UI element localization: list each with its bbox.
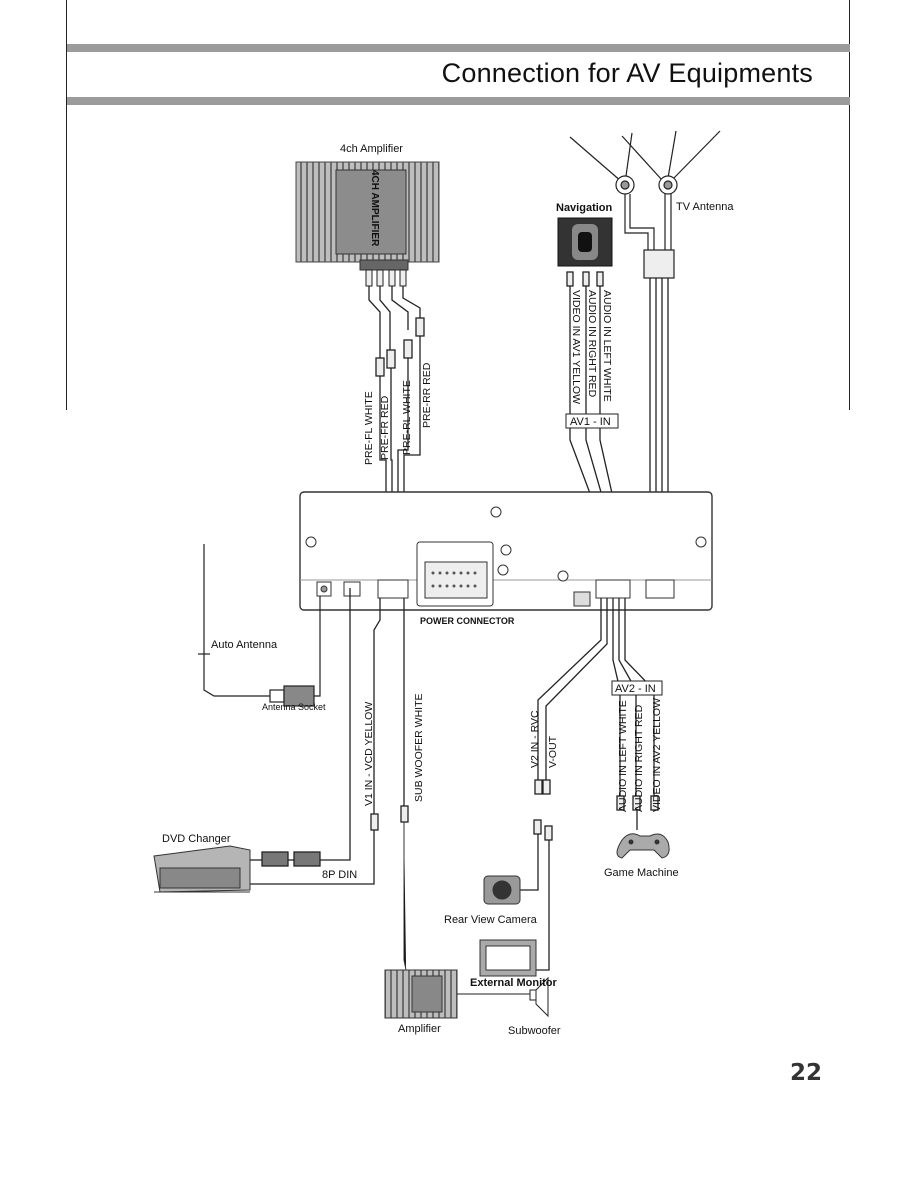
navigation-label: Navigation — [556, 202, 613, 214]
subwoofer-device — [457, 976, 549, 1018]
amp-rca-plugs — [365, 269, 407, 287]
auto-antenna-device — [198, 544, 321, 707]
game-machine-label: Game Machine — [604, 867, 679, 879]
video-cables — [520, 598, 608, 971]
av1-in-label: AV1 - IN — [570, 416, 611, 428]
v-out-label: V-OUT — [547, 735, 559, 768]
4ch-amplifier-device: 4ch Amplifier 4CH AMPLIFIER — [295, 143, 440, 271]
v1-in-label: V1 IN - VCD YELLOW — [363, 702, 375, 806]
auto-antenna-label: Auto Antenna — [211, 639, 278, 651]
pre-rl-label: PRE-RL WHITE — [401, 380, 413, 455]
antenna-socket-label: Antenna Socket — [262, 702, 326, 712]
tv-antenna-label: TV Antenna — [676, 201, 734, 213]
4ch-amplifier-face-text: 4CH AMPLIFIER — [369, 170, 380, 247]
av1-video-label: VIDEO IN AV1 YELLOW — [570, 290, 582, 404]
dvd-changer-device — [153, 845, 251, 893]
av2-audio-right-label: AUDIO IN RIGHT RED — [633, 704, 645, 812]
4ch-amplifier-label: 4ch Amplifier — [340, 143, 403, 155]
header-top-band — [67, 44, 850, 52]
av1-audio-right-label: AUDIO IN RIGHT RED — [586, 290, 598, 398]
amplifier-device — [384, 822, 458, 1019]
game-controller-icon — [616, 833, 670, 859]
power-connector-label: POWER CONNECTOR — [420, 616, 515, 626]
av2-in-label: AV2 - IN — [615, 683, 656, 695]
tv-antenna-device — [569, 130, 721, 279]
rear-camera-label: Rear View Camera — [444, 914, 538, 926]
v2-in-label: V2 IN - RVC — [529, 710, 541, 768]
dvd-cables — [250, 588, 409, 885]
av1-audio-left-label: AUDIO IN LEFT WHITE — [601, 290, 613, 402]
pre-fl-label: PRE-FL WHITE — [363, 391, 375, 465]
rear-camera-device — [483, 875, 521, 905]
external-monitor-label: External Monitor — [470, 977, 558, 989]
av2-cables — [612, 598, 659, 830]
head-unit — [299, 491, 713, 611]
subwoofer-out-label: SUB WOOFER WHITE — [413, 694, 425, 803]
8p-din-label: 8P DIN — [322, 869, 357, 881]
left-border-line — [66, 0, 67, 410]
amplifier-label: Amplifier — [398, 1023, 441, 1035]
pre-rr-label: PRE-RR RED — [421, 362, 433, 428]
right-border-line — [849, 0, 850, 410]
page-title: Connection for AV Equipments — [441, 58, 813, 88]
external-monitor-device — [479, 939, 537, 977]
header-bottom-band — [67, 97, 850, 105]
navigation-device: Navigation — [556, 202, 613, 267]
av2-audio-left-label: AUDIO IN LEFT WHITE — [617, 700, 629, 812]
page-number: 22 — [789, 1060, 822, 1086]
subwoofer-label: Subwoofer — [508, 1025, 561, 1037]
dvd-changer-label: DVD Changer — [162, 833, 231, 845]
power-connector-socket — [416, 541, 494, 607]
pre-fr-label: PRE-FR RED — [379, 395, 391, 460]
av2-video-label: VIDEO IN AV2 YELLOW — [651, 698, 663, 812]
